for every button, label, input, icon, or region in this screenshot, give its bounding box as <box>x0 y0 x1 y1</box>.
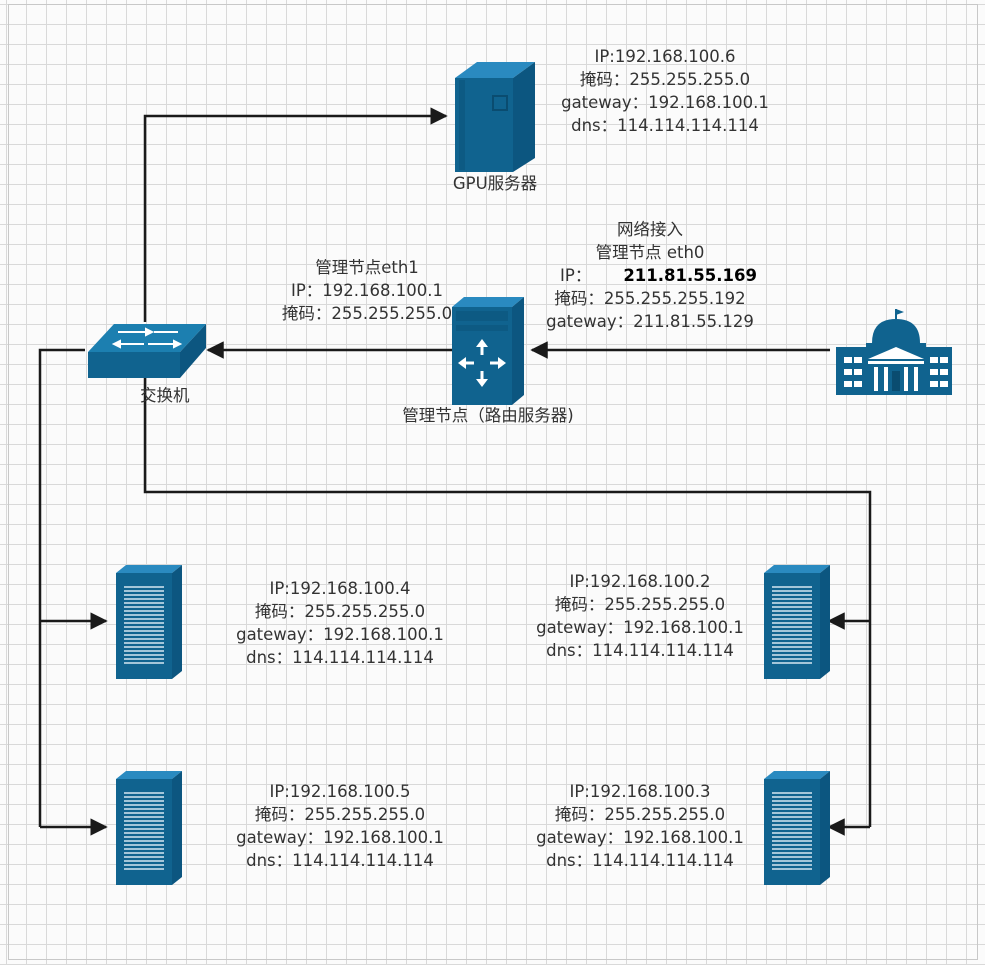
management-node-label: 管理节点（路由服务器) <box>402 406 574 425</box>
server-s4[interactable] <box>116 565 182 681</box>
gpu-server[interactable] <box>455 58 535 173</box>
dns-line: dns：114.114.114.114 <box>571 116 759 135</box>
eth1-ip: IP：192.168.100.1 <box>290 281 444 300</box>
ip-line: IP:192.168.100.2 <box>569 572 711 591</box>
server-s5-info: IP:192.168.100.5 掩码：255.255.255.0 gatewa… <box>190 780 490 872</box>
gateway-line: gateway：192.168.100.1 <box>536 618 744 637</box>
management-node[interactable] <box>452 295 524 407</box>
server-s3-info: IP:192.168.100.3 掩码：255.255.255.0 gatewa… <box>500 780 780 872</box>
ip-line: IP:192.168.100.4 <box>269 579 411 598</box>
gateway-line: gateway：192.168.100.1 <box>561 93 769 112</box>
gateway-line: gateway：192.168.100.1 <box>236 828 444 847</box>
wire-switch-left-bus <box>38 348 85 827</box>
rack-server-icon <box>116 565 182 679</box>
eth0-ip-value: 211.81.55.169 <box>623 266 757 285</box>
wire-switch-right-bus <box>143 375 872 827</box>
management-eth0-info: 网络接入 管理节点 eth0 IP： 211.81.55.169 掩码：255.2… <box>520 218 780 333</box>
ip-line: IP:192.168.100.5 <box>269 782 411 801</box>
dns-line: dns：114.114.114.114 <box>246 648 434 667</box>
mask-line: 掩码：255.255.255.0 <box>254 805 426 824</box>
dns-line: dns：114.114.114.114 <box>546 641 734 660</box>
gpu-server-info: IP:192.168.100.6 掩码：255.255.255.0 gatewa… <box>520 45 810 137</box>
management-eth1-info: 管理节点eth1 IP：192.168.100.1 掩码：255.255.255… <box>272 256 462 325</box>
eth0-ip: IP： 211.81.55.169 <box>520 264 780 287</box>
server-tower-icon <box>455 62 535 172</box>
gateway-line: gateway：192.168.100.1 <box>236 625 444 644</box>
gpu-server-label: GPU服务器 <box>452 174 538 193</box>
dns-line: dns：114.114.114.114 <box>246 851 434 870</box>
server-s3[interactable] <box>764 771 830 887</box>
gateway-line: gateway：192.168.100.1 <box>536 828 744 847</box>
eth0-ip-prefix: IP： <box>560 266 592 285</box>
dns-line: dns：114.114.114.114 <box>546 851 734 870</box>
server-s2-info: IP:192.168.100.2 掩码：255.255.255.0 gatewa… <box>500 570 780 662</box>
rack-server-icon <box>764 771 830 885</box>
eth0-section-title: 网络接入 <box>617 220 683 239</box>
eth1-mask: 掩码：255.255.255.0 <box>281 304 453 323</box>
ip-line: IP:192.168.100.3 <box>569 782 711 801</box>
server-s4-info: IP:192.168.100.4 掩码：255.255.255.0 gatewa… <box>190 577 490 669</box>
network-switch[interactable] <box>88 322 206 380</box>
mask-line: 掩码：255.255.255.0 <box>554 805 726 824</box>
wire-switch-to-gpu <box>143 107 448 322</box>
mask-line: 掩码：255.255.255.0 <box>554 595 726 614</box>
switch-label: 交换机 <box>140 386 190 405</box>
eth0-mask: 掩码：255.255.255.192 <box>554 289 746 308</box>
eth0-gateway: gateway：211.81.55.129 <box>546 312 754 331</box>
government-building-icon <box>836 309 952 395</box>
router-server-icon <box>452 297 524 405</box>
mask-line: 掩码：255.255.255.0 <box>254 602 426 621</box>
eth0-title: 管理节点 eth0 <box>595 243 705 262</box>
rack-server-icon <box>764 565 830 679</box>
server-s5[interactable] <box>116 771 182 887</box>
eth1-title: 管理节点eth1 <box>315 258 419 277</box>
mask-line: 掩码：255.255.255.0 <box>579 70 751 89</box>
internet-access[interactable] <box>836 307 952 395</box>
rack-server-icon <box>116 771 182 885</box>
network-switch-icon <box>88 324 206 378</box>
ip-line: IP:192.168.100.6 <box>594 47 736 66</box>
server-s2[interactable] <box>764 565 830 681</box>
